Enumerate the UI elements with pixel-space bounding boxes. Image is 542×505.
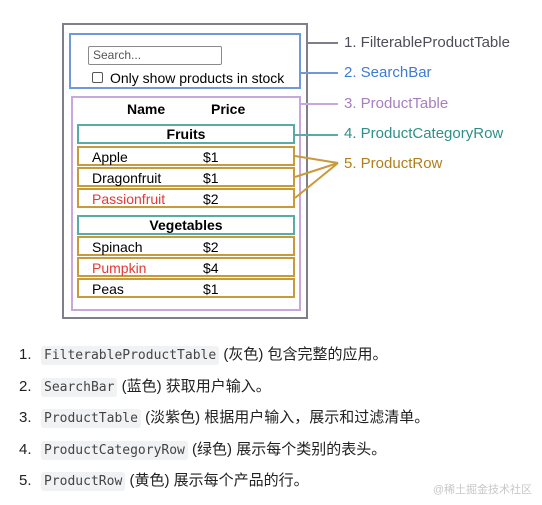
search-input[interactable]: Search... <box>88 46 222 65</box>
description-item: 2.SearchBar (蓝色) 获取用户输入。 <box>19 378 271 397</box>
in-stock-label: Only show products in stock <box>110 70 285 86</box>
label-product-row: 5. ProductRow <box>344 155 443 172</box>
search-bar-box <box>69 33 301 89</box>
product-row: Pumpkin $4 <box>77 257 295 277</box>
code-span: ProductRow <box>41 472 126 491</box>
category-row-vegetables: Vegetables <box>77 215 295 235</box>
connector-producttable <box>301 103 338 105</box>
product-name: Spinach <box>92 239 143 255</box>
connector-category-row <box>295 134 338 136</box>
code-span: SearchBar <box>41 378 118 397</box>
product-price: $1 <box>203 149 219 165</box>
product-price: $1 <box>203 281 219 297</box>
product-name-out-of-stock: Passionfruit <box>92 191 166 207</box>
connector-searchbar <box>301 72 338 74</box>
product-name: Apple <box>92 149 128 165</box>
product-name-out-of-stock: Pumpkin <box>92 260 147 276</box>
product-table-box <box>71 96 301 311</box>
column-header-price: Price <box>211 101 246 117</box>
product-row: Spinach $2 <box>77 236 295 256</box>
category-label: Fruits <box>166 126 206 142</box>
filterable-product-table-box <box>62 23 308 319</box>
watermark: @稀土掘金技术社区 <box>432 484 532 496</box>
in-stock-checkbox[interactable] <box>92 72 103 83</box>
product-name: Peas <box>92 281 124 297</box>
description-item: 4.ProductCategoryRow (绿色) 展示每个类别的表头。 <box>19 441 387 460</box>
code-span: ProductTable <box>41 409 141 428</box>
column-header-name: Name <box>127 101 166 117</box>
description-item: 3.ProductTable (淡紫色) 根据用户输入，展示和过滤清单。 <box>19 409 430 428</box>
label-product-category-row: 4. ProductCategoryRow <box>344 125 504 142</box>
product-row: Apple $1 <box>77 146 295 166</box>
product-row: Passionfruit $2 <box>77 188 295 208</box>
product-price: $4 <box>203 260 219 276</box>
category-label: Vegetables <box>149 217 223 233</box>
description-item: 1.FilterableProductTable (灰色) 包含完整的应用。 <box>19 346 388 365</box>
product-price: $1 <box>203 170 219 186</box>
product-price: $2 <box>203 191 219 207</box>
product-price: $2 <box>203 239 219 255</box>
connector-filterable <box>308 42 338 44</box>
label-filterable-product-table: 1. FilterableProductTable <box>344 34 510 51</box>
label-product-table: 3. ProductTable <box>344 95 449 112</box>
label-search-bar: 2. SearchBar <box>344 64 432 81</box>
code-span: ProductCategoryRow <box>41 441 188 460</box>
product-row: Dragonfruit $1 <box>77 167 295 187</box>
description-item: 5.ProductRow (黄色) 展示每个产品的行。 <box>19 472 309 491</box>
code-span: FilterableProductTable <box>41 346 220 365</box>
product-name: Dragonfruit <box>92 170 162 186</box>
category-row-fruits: Fruits <box>77 124 295 144</box>
product-row: Peas $1 <box>77 278 295 298</box>
